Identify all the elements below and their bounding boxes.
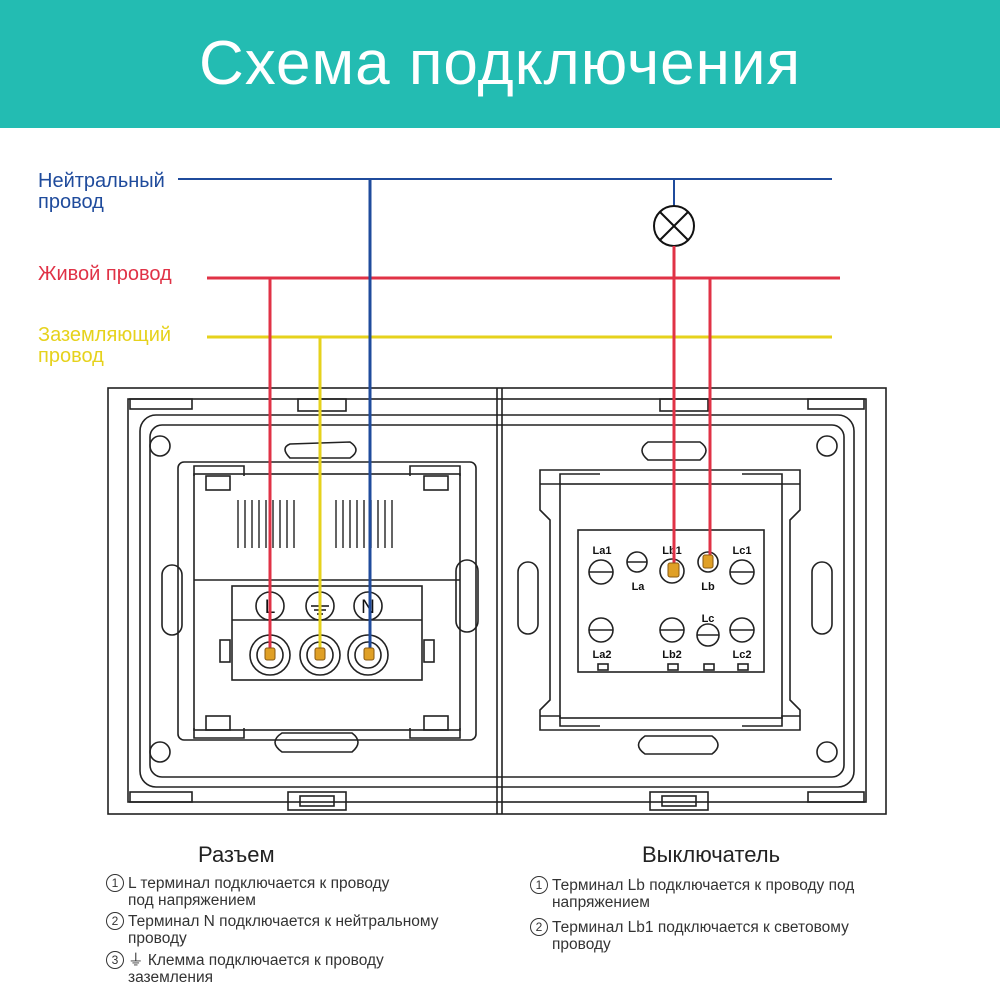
- header-banner: Схема подключения: [0, 0, 1000, 128]
- note-text-line1: Клемма подключается к проводу: [147, 952, 384, 969]
- switch-terminal-la2-label: La2: [593, 649, 612, 661]
- terminal-contacts: [264, 554, 714, 661]
- note-number-badge: 1: [106, 874, 124, 892]
- switch-terminal-lb2-label: Lb2: [662, 649, 682, 661]
- neutral-wire-label-line2: провод: [38, 191, 104, 213]
- note-number-badge: 2: [106, 912, 124, 930]
- neutral-wire-label-line1: Нейтральный: [38, 170, 165, 192]
- note-text-line2: напряжением: [552, 894, 650, 911]
- neutral-wire-label: Нейтральный провод: [38, 171, 165, 213]
- socket-terminal-n-label: N: [361, 597, 375, 618]
- note-text-line2: проводу: [552, 936, 611, 953]
- switch-terminal-la-label: La: [632, 581, 646, 593]
- switch-terminal-lb1-label: Lb1: [662, 545, 682, 557]
- page-title: Схема подключения: [198, 29, 802, 98]
- switch-terminal-la1-label: La1: [593, 545, 612, 557]
- note-text-line1: Терминал Lb1 подключается к световому: [552, 919, 849, 936]
- switch-terminal-lc2-label: Lc2: [733, 649, 752, 661]
- note-text-line1: Терминал Lb подключается к проводу под: [552, 877, 855, 894]
- ground-wire-label-line2: провод: [38, 345, 104, 367]
- note-text-line2: под напряжением: [128, 892, 256, 909]
- switch-terminal-lb-label: Lb: [701, 581, 715, 593]
- lamp-icon: [653, 205, 695, 247]
- note-text-line2: проводу: [128, 930, 187, 947]
- outer-frame: [107, 387, 887, 815]
- switch-module: [517, 441, 833, 755]
- socket-section-title: Разъем: [198, 842, 275, 867]
- note-text-line2: заземления: [128, 969, 214, 986]
- note-number-badge: 3: [106, 951, 124, 969]
- switch-terminal-lc1-label: Lc1: [733, 545, 752, 557]
- note-text-line1: L терминал подключается к проводу: [128, 875, 390, 892]
- live-wire-label: Живой провод: [38, 263, 172, 285]
- ground-wire-label: Заземляющий провод: [38, 325, 171, 367]
- ground-wire-label-line1: Заземляющий: [38, 324, 172, 346]
- note-text-line1: Терминал N подключается к нейтральному: [128, 913, 439, 930]
- ground-symbol-icon: ⏚: [128, 952, 144, 969]
- switch-terminal-lc-label: Lc: [702, 613, 715, 625]
- note-number-badge: 1: [530, 876, 548, 894]
- socket-note-3: 3⏚ Клемма подключается к проводу заземле…: [106, 951, 384, 986]
- note-number-badge: 2: [530, 918, 548, 936]
- switch-section-title: Выключатель: [642, 842, 781, 867]
- socket-module: [161, 441, 479, 753]
